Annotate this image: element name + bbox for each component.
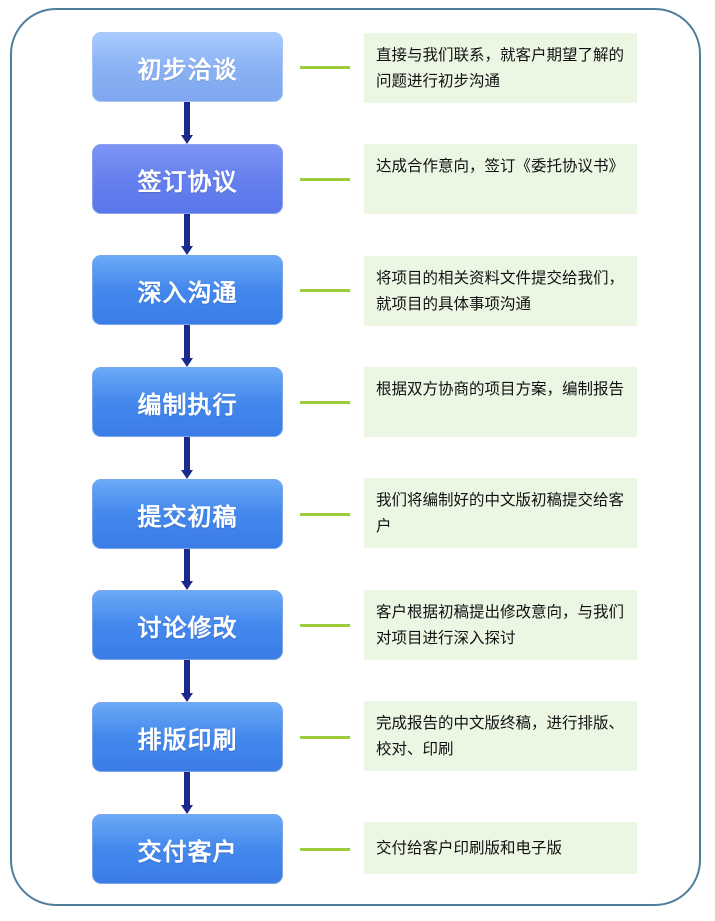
step-8-connector <box>300 848 350 851</box>
arrow-4-5 <box>181 437 193 479</box>
step-4-description: 根据双方协商的项目方案，编制报告 <box>364 367 637 437</box>
step-2-box: 签订协议 <box>92 144 283 214</box>
step-4-label: 编制执行 <box>137 390 238 419</box>
step-7-connector <box>300 736 350 739</box>
step-1-connector <box>300 66 350 69</box>
arrow-5-6 <box>181 549 193 590</box>
step-3-box: 深入沟通 <box>92 255 283 325</box>
step-6-label: 讨论修改 <box>137 613 238 642</box>
step-2-connector <box>300 178 350 181</box>
step-5-description: 我们将编制好的中文版初稿提交给客户 <box>364 478 637 548</box>
step-2-description: 达成合作意向，签订《委托协议书》 <box>364 144 637 214</box>
step-7-label: 排版印刷 <box>137 725 238 754</box>
step-5-box: 提交初稿 <box>92 479 283 549</box>
step-3-connector <box>300 289 350 292</box>
step-1-description: 直接与我们联系，就客户期望了解的问题进行初步沟通 <box>364 33 637 103</box>
step-3-description: 将项目的相关资料文件提交给我们，就项目的具体事项沟通 <box>364 256 637 326</box>
step-4-box: 编制执行 <box>92 367 283 437</box>
arrow-2-3 <box>181 214 193 255</box>
arrow-1-2 <box>181 102 193 144</box>
step-6-box: 讨论修改 <box>92 590 283 660</box>
step-6-description: 客户根据初稿提出修改意向，与我们对项目进行深入探讨 <box>364 590 637 660</box>
arrow-6-7 <box>181 660 193 702</box>
step-8-label: 交付客户 <box>137 837 238 866</box>
arrow-7-8 <box>181 772 193 814</box>
step-5-label: 提交初稿 <box>137 502 238 531</box>
step-1-box: 初步洽谈 <box>92 32 283 102</box>
step-2-label: 签订协议 <box>137 167 238 196</box>
step-1-label: 初步洽谈 <box>137 55 238 84</box>
step-5-connector <box>300 513 350 516</box>
step-7-description: 完成报告的中文版终稿，进行排版、校对、印刷 <box>364 701 637 771</box>
step-3-label: 深入沟通 <box>137 278 238 307</box>
step-8-description: 交付给客户印刷版和电子版 <box>364 822 637 874</box>
step-8-box: 交付客户 <box>92 814 283 884</box>
arrow-3-4 <box>181 325 193 367</box>
step-4-connector <box>300 401 350 404</box>
step-6-connector <box>300 624 350 627</box>
step-7-box: 排版印刷 <box>92 702 283 772</box>
